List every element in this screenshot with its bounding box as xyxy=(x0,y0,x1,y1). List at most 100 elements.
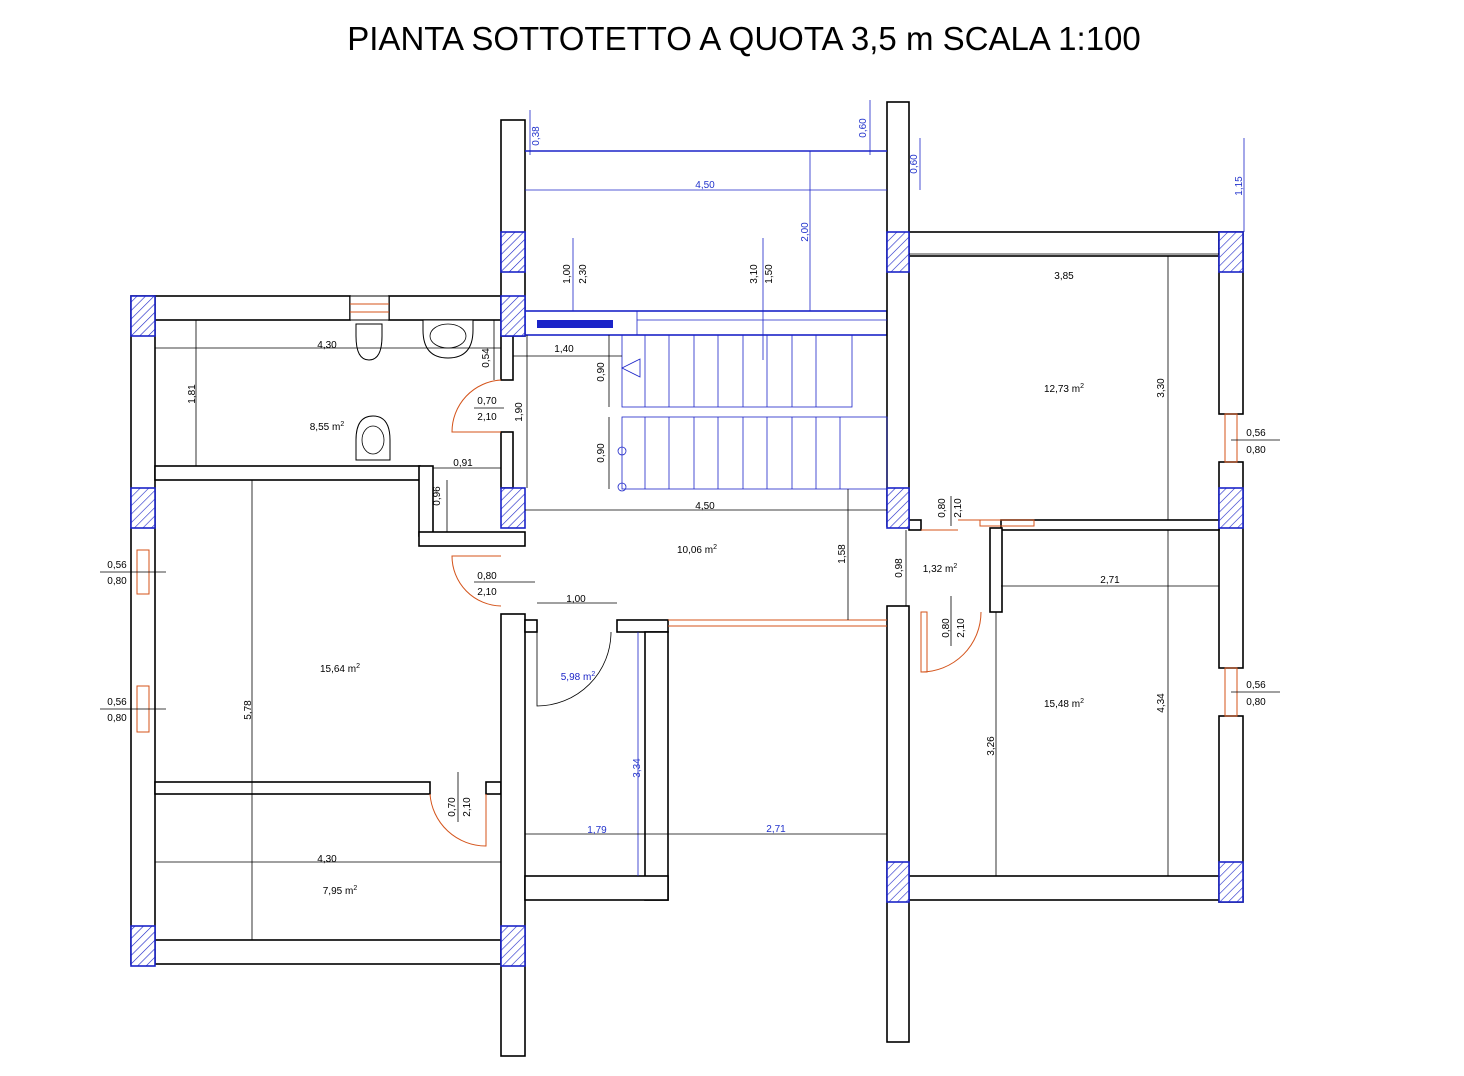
wall-corridor-right xyxy=(989,527,1003,613)
pillar xyxy=(1218,231,1244,273)
dim-label: 1,15 xyxy=(1234,176,1245,196)
dim-label: 3,30 xyxy=(1156,378,1167,398)
door-height-label: 2,10 xyxy=(462,797,473,817)
wall-left-mid-stub xyxy=(485,781,502,795)
dimension-labels: 0,38 0,60 0,60 1,15 4,50 2,00 1,00 2,30 … xyxy=(187,118,1245,865)
top-structure xyxy=(525,100,1245,360)
sink-icon xyxy=(422,319,474,359)
door-bath xyxy=(451,379,502,433)
pillar xyxy=(886,487,910,529)
dim-label: 2,71 xyxy=(1100,575,1120,586)
door-width-label: 0,80 xyxy=(941,618,952,638)
room-area-bath: 8,55 m2 xyxy=(310,421,345,433)
door-width-label: 0,80 xyxy=(937,498,948,518)
dimension-lines xyxy=(100,253,1280,940)
window-width-label: 0,56 xyxy=(1246,680,1266,691)
bidet-bowl-icon xyxy=(361,425,385,455)
door-right-bottom-leaf xyxy=(920,611,928,673)
pillar xyxy=(500,925,526,967)
wall-center-left-bottom xyxy=(500,613,526,1057)
dim-label: 0,60 xyxy=(909,154,920,174)
door-right-top-leaf xyxy=(979,519,1035,527)
door-height-label: 2,10 xyxy=(477,587,497,598)
dim-label: 4,50 xyxy=(695,180,715,191)
wall-shaft-left xyxy=(418,465,434,537)
window-width-label: 0,56 xyxy=(1246,428,1266,439)
room-area-bed-left: 15,64 m2 xyxy=(320,663,360,675)
window-height-label: 0,80 xyxy=(107,576,127,587)
room-area-bed-right-bottom: 15,48 m2 xyxy=(1044,698,1084,710)
room-area-closet: 5,98 m2 xyxy=(561,671,596,683)
wall-right-top xyxy=(908,231,1220,257)
stair-arrow-icon xyxy=(621,358,641,378)
dim-label: 2,00 xyxy=(800,222,811,242)
dim-label: 0,38 xyxy=(531,126,542,146)
staircase xyxy=(617,334,888,492)
pillar xyxy=(886,861,910,903)
dim-label: 4,34 xyxy=(1156,693,1167,713)
room-area-hall: 10,06 m2 xyxy=(677,544,717,556)
dim-label: 4,30 xyxy=(317,854,337,865)
door-height-label: 2,10 xyxy=(953,498,964,518)
wall-closet-right xyxy=(644,631,669,901)
stair-flight-lower xyxy=(621,416,888,490)
dim-label: 2,30 xyxy=(578,264,589,284)
dim-label: 2,71 xyxy=(766,824,786,835)
walls xyxy=(130,101,1244,1057)
pillar xyxy=(130,295,156,337)
door-width-label: 0,70 xyxy=(447,797,458,817)
pillar xyxy=(500,487,526,529)
wall-right-mid-stub xyxy=(908,519,922,531)
wall-left-bottom xyxy=(154,939,502,965)
door-width-label: 0,80 xyxy=(477,571,497,582)
wall-bath-side-2 xyxy=(500,431,514,489)
window-width-label: 0,56 xyxy=(107,697,127,708)
dim-label: 3,85 xyxy=(1054,271,1074,282)
dim-label: 1,50 xyxy=(764,264,775,284)
toilet-icon xyxy=(355,323,383,361)
dim-label: 0,90 xyxy=(596,443,607,463)
dim-label: 0,60 xyxy=(858,118,869,138)
room-area-bed-right-top: 12,73 m2 xyxy=(1044,383,1084,395)
wall-shaft-bottom xyxy=(418,531,526,547)
pillar xyxy=(500,295,526,337)
openings xyxy=(136,379,1238,847)
pillar xyxy=(130,487,156,529)
bidet-icon xyxy=(355,415,391,461)
stair-start-icon xyxy=(617,482,627,492)
dim-label: 3,26 xyxy=(986,736,997,756)
dim-label: 1,81 xyxy=(187,384,198,404)
wall-closet-left-stub xyxy=(524,619,538,633)
dim-label: 0,98 xyxy=(894,558,905,578)
wall-bath-side xyxy=(500,333,514,381)
pillar xyxy=(1218,487,1244,529)
door-closet xyxy=(536,631,612,707)
window-height-label: 0,80 xyxy=(1246,445,1266,456)
dim-label: 3,10 xyxy=(749,264,760,284)
wall-left-mid xyxy=(154,781,431,795)
dim-label: 1,00 xyxy=(562,264,573,284)
dim-label: 0,91 xyxy=(453,458,473,469)
door-height-label: 2,10 xyxy=(477,412,497,423)
wall-closet-top xyxy=(616,619,669,633)
dim-label: 4,30 xyxy=(317,340,337,351)
room-areas: 8,55 m2 10,06 m2 15,64 m2 7,95 m2 5,98 m… xyxy=(310,383,1084,897)
pillar xyxy=(130,925,156,967)
window-width-label: 0,56 xyxy=(107,560,127,571)
plan-title: PIANTA SOTTOTETTO A QUOTA 3,5 m SCALA 1:… xyxy=(347,20,1141,57)
room-area-bottom-left: 7,95 m2 xyxy=(323,885,358,897)
pillar xyxy=(500,231,526,273)
window-height-label: 0,80 xyxy=(107,713,127,724)
door-height-label: 2,10 xyxy=(956,618,967,638)
bathroom-fixtures xyxy=(349,295,474,461)
dim-label: 3,34 xyxy=(632,758,643,778)
dim-label: 0,96 xyxy=(432,486,443,506)
wall-bath-bottom xyxy=(154,465,421,481)
stair-flight-upper xyxy=(621,334,853,408)
wall-left-outer xyxy=(130,295,156,965)
pillars xyxy=(130,231,1244,967)
opening-labels: 0,70 2,10 0,80 2,10 0,70 2,10 0,80 2,10 … xyxy=(107,396,1266,817)
dim-label: 1,90 xyxy=(514,402,525,422)
wall-right-bottom xyxy=(908,875,1220,901)
